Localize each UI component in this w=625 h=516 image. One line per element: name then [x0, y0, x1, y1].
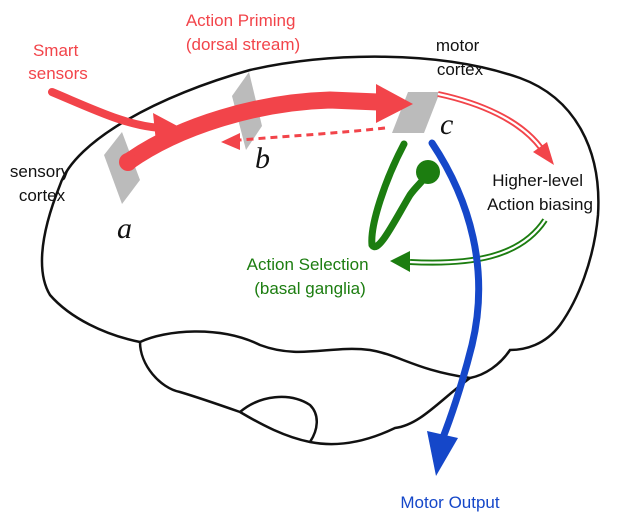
higher-level-label: Higher-level Action biasing — [487, 171, 593, 214]
temporal-lobe-line — [139, 330, 471, 380]
motor-output-arrowhead — [427, 431, 458, 476]
smart-sensors-arrow — [48, 88, 164, 132]
basal-ganglia-node — [416, 160, 440, 184]
motor-output-label: Motor Output — [400, 493, 499, 512]
dorsal-stream-arrow — [119, 91, 387, 171]
selection-arrowhead — [390, 251, 410, 272]
region-a-label: a — [117, 212, 132, 245]
feedback-dashed-arrow — [239, 126, 386, 142]
smart-sensors-label: Smart sensors — [28, 41, 88, 83]
brain-outline — [40, 55, 600, 446]
motor-cortex-label: motor cortex — [436, 36, 484, 79]
basal-ganglia-loop — [368, 140, 432, 251]
action-selection-label: Action Selection (basal ganglia) — [247, 255, 374, 298]
feedback-arrowhead — [221, 133, 240, 150]
cerebellum-line — [239, 395, 318, 443]
motor-output-arrow — [428, 139, 483, 444]
biasing-arrowhead — [533, 142, 554, 165]
action-priming-label: Action Priming (dorsal stream) — [186, 11, 300, 54]
region-b-label: b — [255, 142, 270, 175]
dorsal-stream-origin — [119, 153, 137, 171]
dorsal-stream-arrowhead — [376, 84, 413, 123]
region-c-label: c — [440, 108, 453, 141]
sensory-cortex-label: sensory cortex — [10, 162, 74, 205]
biasing-arrow — [437, 91, 544, 150]
